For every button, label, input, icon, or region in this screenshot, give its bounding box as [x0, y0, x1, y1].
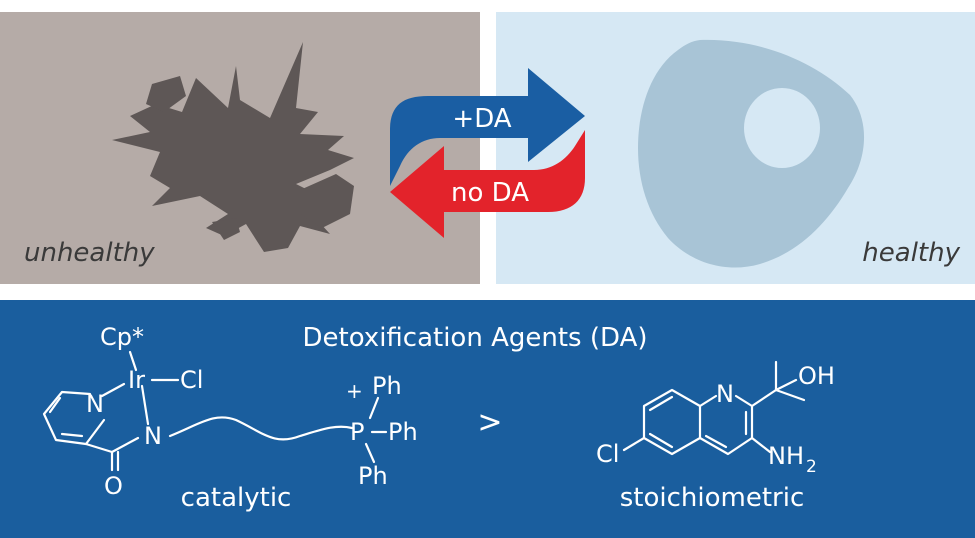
atom-quinoline-nitrogen: N — [716, 380, 734, 408]
reverse-arrow-label: no DA — [451, 178, 529, 208]
atom-phosphorus: P — [350, 418, 364, 446]
atom-amide-nitrogen: N — [144, 422, 162, 450]
phosphonium-charge: + — [346, 379, 363, 403]
amine-subscript: 2 — [806, 457, 817, 477]
healthy-cell-shape — [638, 39, 865, 268]
phenyl-right: Ph — [388, 418, 418, 446]
forward-arrow-label: +DA — [452, 104, 511, 134]
atom-hydroxyl: OH — [798, 362, 835, 390]
unhealthy-label: unhealthy — [24, 238, 155, 268]
greater-than-symbol: > — [477, 405, 502, 440]
stoichiometric-caption: stoichiometric — [620, 483, 805, 513]
atom-cp-star: Cp* — [100, 323, 144, 351]
phenyl-top: Ph — [372, 372, 402, 400]
atom-chlorine-quinoline: Cl — [596, 440, 619, 468]
catalytic-atom-labels: Cp* Ir Cl N N O P + Ph Ph Ph — [86, 323, 418, 500]
atom-pyridine-nitrogen: N — [86, 390, 104, 418]
healthy-cell-nucleus — [744, 88, 820, 168]
detox-agents-panel — [0, 300, 975, 538]
atom-amine: NH — [768, 442, 804, 470]
forward-arrow-plus-da — [390, 68, 585, 186]
stoichiometric-atom-labels: N OH Cl NH 2 — [596, 362, 835, 477]
detox-agents-title: Detoxification Agents (DA) — [302, 323, 647, 353]
reverse-arrow-no-da — [390, 130, 585, 238]
atom-iridium: Ir — [128, 366, 145, 394]
catalytic-caption: catalytic — [181, 483, 292, 513]
unhealthy-cell-shape — [112, 42, 354, 252]
catalytic-molecule — [42, 350, 388, 472]
atom-oxygen: O — [104, 472, 123, 500]
healthy-label: healthy — [862, 238, 960, 268]
atom-chlorine: Cl — [180, 366, 203, 394]
stoichiometric-molecule — [622, 360, 806, 456]
phenyl-bottom: Ph — [358, 462, 388, 490]
